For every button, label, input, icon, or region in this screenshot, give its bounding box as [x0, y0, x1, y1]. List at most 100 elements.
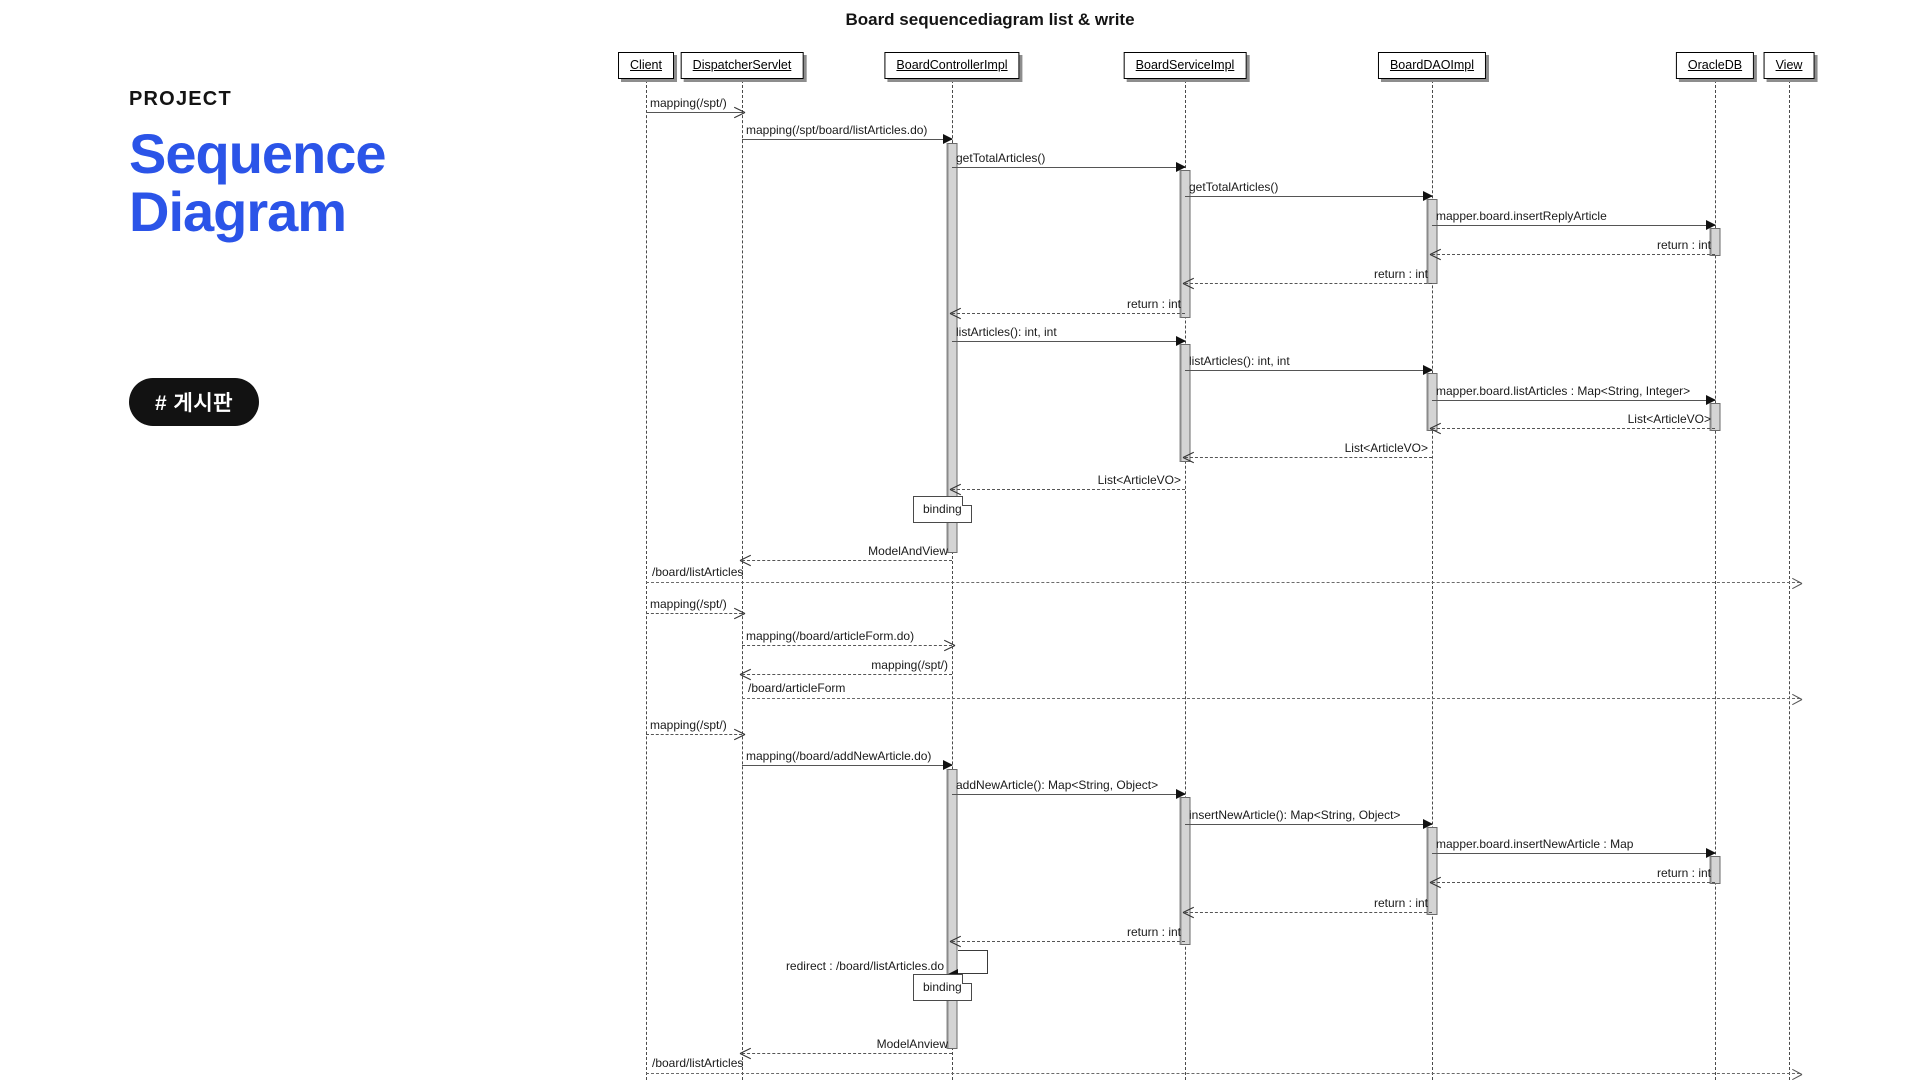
arrow-head-icon	[1706, 395, 1716, 405]
message-label: mapping(/board/addNewArticle.do)	[746, 749, 932, 763]
self-call-label: redirect : /board/listArticles.do	[785, 959, 944, 973]
message-label: ModelAnview	[876, 1037, 948, 1051]
page-title: Sequence Diagram	[129, 122, 387, 244]
arrow-head-icon	[1430, 248, 1442, 260]
arrow-head-icon	[1791, 1068, 1801, 1080]
message-line	[1185, 283, 1432, 284]
message-label: getTotalArticles()	[956, 151, 1046, 165]
return-flow-separator	[646, 582, 1800, 583]
separator-label: /board/listArticles	[652, 1056, 744, 1070]
return-flow-separator	[742, 698, 1800, 699]
message-label: List<ArticleVO>	[1627, 412, 1711, 426]
participant-oracledb[interactable]: OracleDB	[1675, 52, 1755, 79]
message-label: mapping(/spt/)	[650, 96, 727, 110]
message-line	[646, 613, 742, 614]
message-line	[646, 734, 742, 735]
message-label: listArticles(): int, int	[956, 325, 1057, 339]
lifeline-oracledb	[1715, 80, 1716, 1080]
message-line	[742, 1053, 952, 1054]
arrow-head-icon	[733, 728, 744, 740]
participant-client[interactable]: Client	[618, 52, 674, 79]
message-label: return : int	[1126, 925, 1181, 939]
arrow-head-icon	[733, 607, 744, 619]
activation-bar	[1709, 856, 1721, 884]
arrow-head-icon	[733, 106, 744, 118]
separator-label: /board/articleForm	[748, 681, 846, 695]
message-line	[1185, 370, 1432, 371]
diagram-title: Board sequencediagram list & write	[845, 10, 1135, 29]
arrow-head-icon	[1183, 451, 1195, 463]
message-label: List<ArticleVO>	[1344, 441, 1428, 455]
arrow-head-icon	[1176, 162, 1186, 172]
message-label: mapping(/spt/)	[650, 718, 727, 732]
message-line	[952, 489, 1185, 490]
arrow-head-icon	[740, 668, 752, 680]
message-label: mapping(/spt/board/listArticles.do)	[746, 123, 928, 137]
arrow-head-icon	[740, 554, 752, 566]
self-call-arrow	[948, 950, 988, 979]
message-line	[742, 645, 952, 646]
separator-label: /board/listArticles	[652, 565, 744, 579]
message-label: ModelAndView	[868, 544, 948, 558]
participant-boardserviceimpl[interactable]: BoardServiceImpl	[1123, 52, 1247, 79]
message-line	[952, 941, 1185, 942]
lifeline-view	[1789, 80, 1790, 1080]
participant-boardcontrollerimpl[interactable]: BoardControllerImpl	[884, 52, 1020, 79]
arrow-head-icon	[950, 935, 962, 947]
arrow-head-icon	[1791, 693, 1801, 705]
message-line	[742, 560, 952, 561]
message-line	[1432, 254, 1715, 255]
message-label: mapping(/spt/)	[871, 658, 948, 672]
message-label: addNewArticle(): Map<String, Object>	[956, 778, 1159, 792]
message-label: mapper.board.insertNewArticle : Map	[1436, 837, 1634, 851]
arrow-head-icon	[1706, 220, 1716, 230]
message-label: return : int	[1373, 267, 1428, 281]
message-line	[646, 112, 742, 113]
message-label: return : int	[1373, 896, 1428, 910]
message-label: insertNewArticle(): Map<String, Object>	[1189, 808, 1401, 822]
message-line	[952, 341, 1185, 342]
topic-tag-badge: # 게시판	[129, 378, 259, 426]
activation-bar	[946, 769, 958, 1049]
message-label: List<ArticleVO>	[1097, 473, 1181, 487]
message-line	[1432, 882, 1715, 883]
message-line	[1432, 428, 1715, 429]
message-line	[1185, 912, 1432, 913]
participant-view[interactable]: View	[1763, 52, 1815, 79]
message-label: mapping(/board/articleForm.do)	[746, 629, 915, 643]
arrow-head-icon	[950, 307, 962, 319]
arrow-head-icon	[943, 134, 953, 144]
title-panel: PROJECT Sequence Diagram	[129, 88, 549, 241]
arrow-head-icon	[1430, 422, 1442, 434]
message-line	[952, 167, 1185, 168]
lifeline-boardserviceimpl	[1185, 80, 1186, 1080]
arrow-head-icon	[1183, 906, 1195, 918]
activation-bar	[1709, 403, 1721, 431]
message-line	[742, 139, 952, 140]
arrow-head-icon	[1430, 876, 1442, 888]
message-line	[1185, 457, 1432, 458]
message-line	[742, 765, 952, 766]
participant-dispatcherservlet[interactable]: DispatcherServlet	[680, 52, 804, 79]
lifeline-client	[646, 80, 647, 1080]
arrow-head-icon	[740, 1047, 752, 1059]
message-line	[1185, 824, 1432, 825]
note-binding: binding	[913, 974, 972, 1001]
message-line	[1185, 196, 1432, 197]
message-line	[1432, 225, 1715, 226]
message-line	[1432, 853, 1715, 854]
arrow-head-icon	[943, 760, 953, 770]
arrow-head-icon	[1183, 277, 1195, 289]
return-flow-separator	[646, 1073, 1800, 1074]
message-line	[1432, 400, 1715, 401]
activation-bar	[1709, 228, 1721, 256]
message-line	[952, 313, 1185, 314]
arrow-head-icon	[943, 639, 954, 651]
participant-boarddaoimpl[interactable]: BoardDAOImpl	[1377, 52, 1487, 79]
lifeline-dispatcherservlet	[742, 80, 743, 1080]
arrow-head-icon	[1176, 336, 1186, 346]
lifeline-boarddaoimpl	[1432, 80, 1433, 1080]
lifeline-boardcontrollerimpl	[952, 80, 953, 1080]
message-label: return : int	[1656, 866, 1711, 880]
